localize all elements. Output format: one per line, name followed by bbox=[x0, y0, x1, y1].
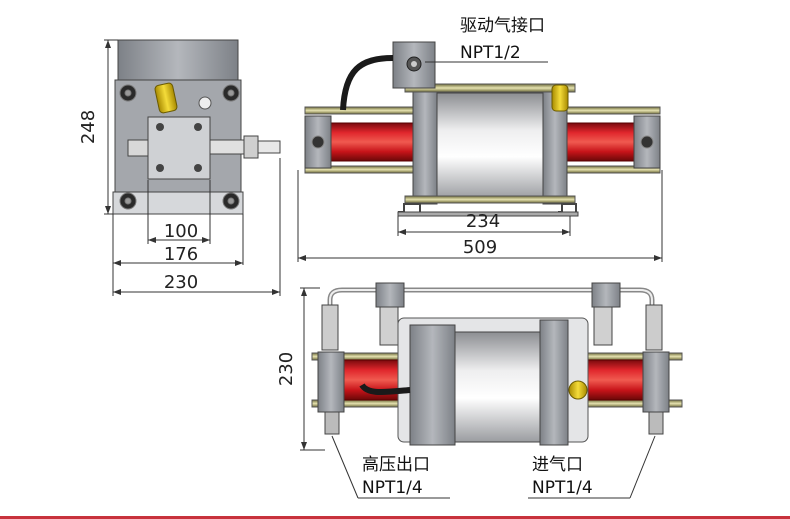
inlet-leader bbox=[629, 435, 656, 499]
outlet-label-spec: NPT1/4 bbox=[362, 478, 423, 498]
air-hose bbox=[340, 55, 394, 111]
front-dim-176: 176 bbox=[164, 244, 198, 265]
front-dim-100: 100 bbox=[164, 221, 198, 242]
inlet-muffler-icon bbox=[568, 380, 588, 400]
muffler-icon bbox=[154, 82, 178, 114]
gauge-icon bbox=[198, 96, 212, 110]
drive-cylinder bbox=[434, 92, 546, 200]
left-cylinder bbox=[319, 122, 421, 162]
side-view: 驱动气接口 NPT1/2 234 509 bbox=[297, 16, 663, 262]
bottom-frame-rule bbox=[0, 516, 790, 519]
drive-air-label-cn: 驱动气接口 bbox=[460, 16, 545, 36]
side-dim-509: 509 bbox=[463, 237, 497, 258]
side-dim-234: 234 bbox=[466, 211, 500, 232]
front-view: 248 100 176 230 bbox=[78, 39, 281, 296]
left-fitting bbox=[127, 139, 149, 157]
left-plate bbox=[412, 87, 438, 205]
bottom-drive-cylinder bbox=[451, 331, 543, 443]
bottom-valve-box bbox=[409, 324, 456, 446]
outlet-label-cn: 高压出口 bbox=[362, 455, 430, 475]
inlet-label-cn: 进气口 bbox=[532, 455, 583, 475]
outlet-leader bbox=[331, 435, 359, 499]
bottom-view: 230 高压出口 NPT1/4 进气口 NPT1/4 bbox=[276, 282, 683, 499]
front-bolts bbox=[119, 84, 240, 210]
bottom-dim-230: 230 bbox=[276, 352, 297, 386]
right-fitting bbox=[209, 139, 245, 155]
front-dim-230: 230 bbox=[164, 272, 198, 293]
front-top-block bbox=[117, 39, 239, 81]
side-muffler-icon bbox=[551, 84, 569, 112]
front-dim-height: 248 bbox=[78, 110, 99, 144]
drive-air-label-spec: NPT1/2 bbox=[460, 43, 521, 63]
inlet-label-spec: NPT1/4 bbox=[532, 478, 593, 498]
